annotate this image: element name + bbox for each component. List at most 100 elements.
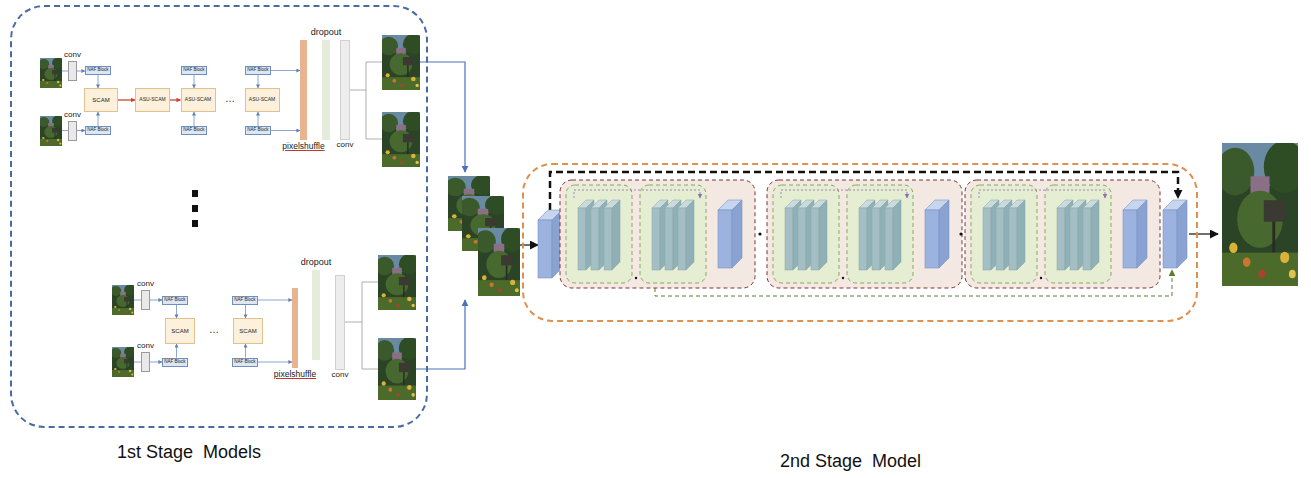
residual-group: [560, 180, 755, 288]
connector: [150, 300, 162, 301]
block-label: NAF Block: [164, 298, 185, 303]
pixelshuffle-layer: pixelshuffle: [292, 288, 298, 368]
input-slab: [538, 210, 562, 278]
layer-label: conv: [64, 111, 81, 120]
naf-block: NAF Block: [245, 66, 271, 75]
naf-block: NAF Block: [162, 296, 188, 305]
wire: [134, 300, 141, 362]
conv-layer: conv: [141, 290, 150, 310]
conv-layer: conv: [340, 40, 350, 140]
module-label: ASU-SCAM: [139, 97, 165, 103]
connector: [258, 362, 292, 363]
ellipsis-label: …: [209, 325, 219, 335]
input-image: [110, 285, 136, 316]
module-label: SCAM: [171, 328, 188, 335]
conv-layer: conv: [68, 61, 77, 81]
block-label: NAF Block: [247, 68, 268, 73]
residual-group: [965, 180, 1160, 288]
block-label: NAF Block: [183, 68, 204, 73]
conv-layer: conv: [335, 275, 345, 370]
layer-label: dropout: [311, 28, 342, 38]
naf-block: NAF Block: [85, 126, 111, 135]
vertical-ellipsis: [192, 205, 198, 212]
layer-label: conv: [337, 141, 354, 150]
flow-arrow: [416, 300, 465, 369]
output-slab: [1163, 200, 1187, 268]
layer-label: pixelshuffle: [282, 142, 324, 151]
layer-label: conv: [137, 280, 154, 289]
module-label: SCAM: [92, 97, 109, 104]
stage-region: 1st Stage ModelsconvconvNAF BlockNAF Blo…: [10, 5, 428, 428]
stage-heading: 1st Stage Models: [117, 443, 261, 463]
stacked-image: [475, 227, 524, 296]
connector: [194, 112, 195, 126]
connector: [176, 344, 177, 358]
block-label: NAF Block: [234, 298, 255, 303]
naf-block: NAF Block: [245, 126, 271, 135]
dropout-layer: dropout: [322, 40, 330, 140]
asu-scam-module: ASU-SCAM: [245, 88, 280, 112]
connector: [98, 75, 99, 88]
connector: [271, 130, 300, 131]
result-image: [1216, 141, 1305, 286]
naf-block: NAF Block: [85, 66, 111, 75]
wire: [350, 62, 382, 139]
stage-heading: 2nd Stage Model: [780, 452, 921, 472]
input-image: [38, 58, 64, 89]
layer-label: conv: [332, 371, 349, 380]
layer-label: conv: [137, 342, 154, 351]
module-label: ASU-SCAM: [249, 97, 275, 103]
module-label: SCAM: [239, 328, 256, 335]
ellipsis-label: …: [225, 94, 235, 104]
dot: [758, 232, 761, 235]
dot: [959, 232, 962, 235]
dropout-layer: dropout: [312, 270, 320, 360]
naf-block: NAF Block: [232, 296, 258, 305]
scam-module: SCAM: [165, 318, 195, 344]
connector: [258, 300, 292, 301]
connector: [194, 75, 195, 88]
block-label: NAF Block: [164, 360, 185, 365]
scam-module: SCAM: [84, 88, 118, 112]
block-label: NAF Block: [87, 128, 108, 133]
connector: [77, 130, 85, 131]
output-image: [379, 111, 424, 167]
flow-arrow: [1189, 233, 1218, 234]
connector: [118, 99, 135, 100]
module-label: ASU-SCAM: [185, 97, 211, 103]
connector: [245, 305, 246, 319]
block-label: NAF Block: [183, 128, 204, 133]
wire: [345, 282, 378, 369]
naf-block: NAF Block: [181, 126, 207, 135]
block-label: NAF Block: [247, 128, 268, 133]
input-image: [38, 116, 64, 147]
layer-label: pixelshuffle: [274, 370, 316, 379]
connector: [176, 305, 177, 319]
connector: [245, 344, 246, 358]
residual-group: [767, 180, 962, 288]
connector: [150, 362, 162, 363]
layer-label: conv: [64, 51, 81, 60]
conv-layer: conv: [141, 352, 150, 372]
connector: [258, 75, 259, 88]
stage-region: 2nd Stage Model: [522, 163, 1198, 322]
naf-block: NAF Block: [232, 358, 258, 367]
scam-module: SCAM: [233, 318, 263, 344]
block-label: NAF Block: [87, 68, 108, 73]
output-image: [379, 34, 424, 90]
input-image: [110, 347, 136, 378]
block-label: NAF Block: [234, 360, 255, 365]
asu-scam-module: ASU-SCAM: [181, 88, 216, 112]
naf-block: NAF Block: [181, 66, 207, 75]
connector: [77, 71, 85, 72]
connector: [170, 99, 181, 100]
layer-label: dropout: [301, 258, 332, 268]
vertical-ellipsis: [192, 220, 198, 227]
conv-layer: conv: [68, 121, 77, 141]
vertical-ellipsis: [192, 190, 198, 197]
connector: [258, 112, 259, 126]
connector: [98, 112, 99, 126]
output-image: [375, 254, 420, 310]
naf-block: NAF Block: [162, 358, 188, 367]
pixelshuffle-layer: pixelshuffle: [300, 40, 307, 140]
